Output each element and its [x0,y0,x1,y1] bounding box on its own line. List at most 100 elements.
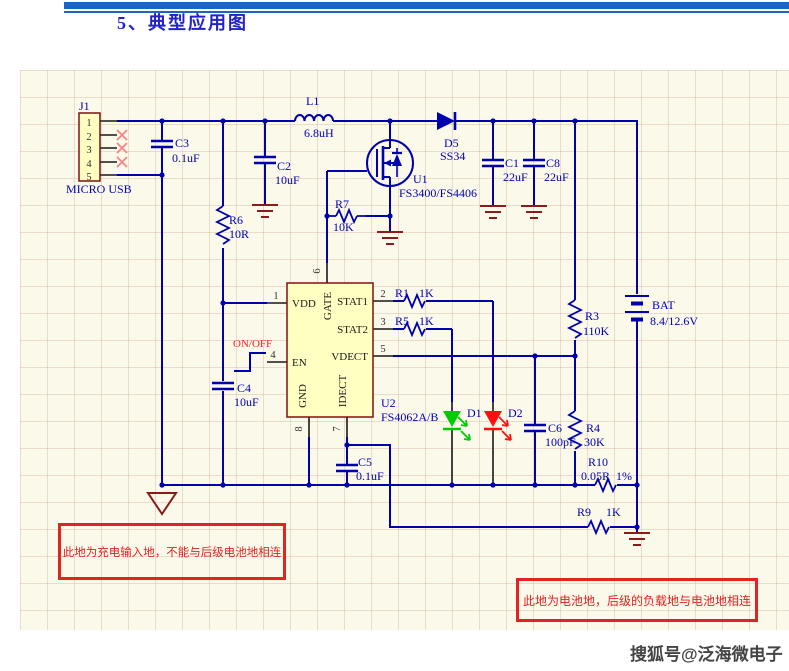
resistor-r6 [214,205,232,245]
r4-ref: R4 [586,421,600,435]
c1-ref: C1 [505,156,519,170]
r10-value: 0.05R [581,469,610,483]
r5-ref: R5 [395,314,409,328]
u2-pin-num-4: 4 [270,350,276,361]
ic-u2-body [286,282,374,418]
u2-value: FS4062A/B [381,410,438,424]
c4-ref: C4 [237,381,251,395]
r6-value: 10R [229,227,249,241]
resistor-r4 [566,410,584,450]
r10-tolerance: 1% [616,469,632,483]
resistor-r7 [335,207,358,225]
ground-c8 [521,205,547,219]
inductor-l1 [294,114,334,122]
c1-value: 22uF [503,170,528,184]
onoff-label: ON/OFF [233,338,272,350]
junction-dots [159,118,640,530]
watermark: 搜狐号@泛海微电子 [630,645,783,664]
battery-ground-note: 此地为电池地，后级的负载地与电池地相连 [516,578,758,622]
u2-pin-name-vdd: VDD [292,298,316,310]
r10-ref: R10 [588,455,608,469]
r4-value: 30K [584,435,605,449]
input-ground-note-text: 此地为充电输入地，不能与后级电池地相连 [62,546,282,559]
r3-value: 110K [583,324,610,338]
d2-ref: D2 [508,406,523,420]
d1-ref: D1 [467,406,482,420]
ground-symbols [146,204,650,546]
r7-value: 10K [333,220,354,234]
u2-pin-num-6: 6 [312,268,323,273]
j1-pin-1: 1 [86,118,91,129]
u2-pin-num-1: 1 [273,291,278,302]
wires [117,120,638,533]
resistors [214,205,617,536]
u2-pin-name-idect: IDECT [337,375,349,408]
c8-value: 22uF [544,170,569,184]
pin-stubs [100,120,494,485]
u2-pin-name-en: EN [292,357,307,369]
u2-pin-num-5: 5 [380,344,385,355]
u2-pin-name-stat2: STAT2 [337,324,368,336]
resistor-r1 [403,292,426,310]
header-rule-thin [64,11,789,13]
c4-value: 10uF [234,395,259,409]
j1-ref: J1 [79,99,90,113]
j1-pin-5: 5 [86,172,91,183]
capacitor-c6 [524,423,546,433]
j1-pin-2: 2 [86,132,91,143]
resistor-r10 [594,476,617,494]
c3-ref: C3 [175,136,189,150]
ground-input-triangle [146,492,178,516]
r7-ref: R7 [335,197,349,211]
ground-battery [624,532,650,546]
capacitor-c1 [482,158,504,168]
d5-value: SS34 [440,149,465,163]
d5-ref: D5 [444,136,459,150]
no-connect-marks [116,129,128,168]
r5-value: 1K [419,314,434,328]
battery-ground-note-text: 此地为电池地，后级的负载地与电池地相连 [522,593,751,608]
c2-ref: C2 [277,159,291,173]
r6-ref: R6 [229,213,243,227]
u2-pin-num-2: 2 [380,289,385,300]
diode-d5 [437,112,457,130]
j1-pin-3: 3 [86,145,91,156]
c5-ref: C5 [358,455,372,469]
bat-value: 8.4/12.6V [650,314,698,328]
u2-pin-name-stat1: STAT1 [337,296,368,308]
capacitors [151,139,546,473]
u1-value: FS3400/FS4406 [399,186,477,200]
schematic-canvas [20,70,789,630]
bat-ref: BAT [652,298,675,312]
input-ground-note: 此地为充电输入地，不能与后级电池地相连 [58,523,286,580]
capacitor-c5 [336,463,358,473]
capacitor-c4 [212,381,234,391]
header-rule-thick [64,2,789,9]
j1-value: MICRO USB [66,182,132,196]
c3-value: 0.1uF [172,151,200,165]
led-d2-red [484,411,512,441]
page-title: 5、典型应用图 [117,13,248,33]
r1-value: 1K [419,286,434,300]
j1-pin-4: 4 [86,159,92,170]
mosfet-u1 [366,139,414,187]
battery-bat [625,295,649,322]
r9-value: 1K [606,505,621,519]
c6-ref: C6 [548,421,562,435]
u2-pin-name-gate: GATE [322,292,334,320]
ground-c2 [252,204,278,218]
capacitor-c8 [523,158,545,168]
u2-pin-num-3: 3 [380,317,385,328]
r9-ref: R9 [577,505,591,519]
resistor-r9 [587,518,610,536]
connector-j1-body [78,112,101,182]
u2-ref: U2 [381,396,396,410]
u1-ref: U1 [413,172,428,186]
u2-pin-name-vdect: VDECT [331,351,368,363]
labels: J1 MICRO USB 1 2 3 4 5 C3 0.1uF R6 10R C… [66,94,698,519]
capacitor-c2 [254,155,276,165]
c5-value: 0.1uF [356,469,384,483]
ground-c1 [480,205,506,219]
c8-ref: C8 [546,156,560,170]
